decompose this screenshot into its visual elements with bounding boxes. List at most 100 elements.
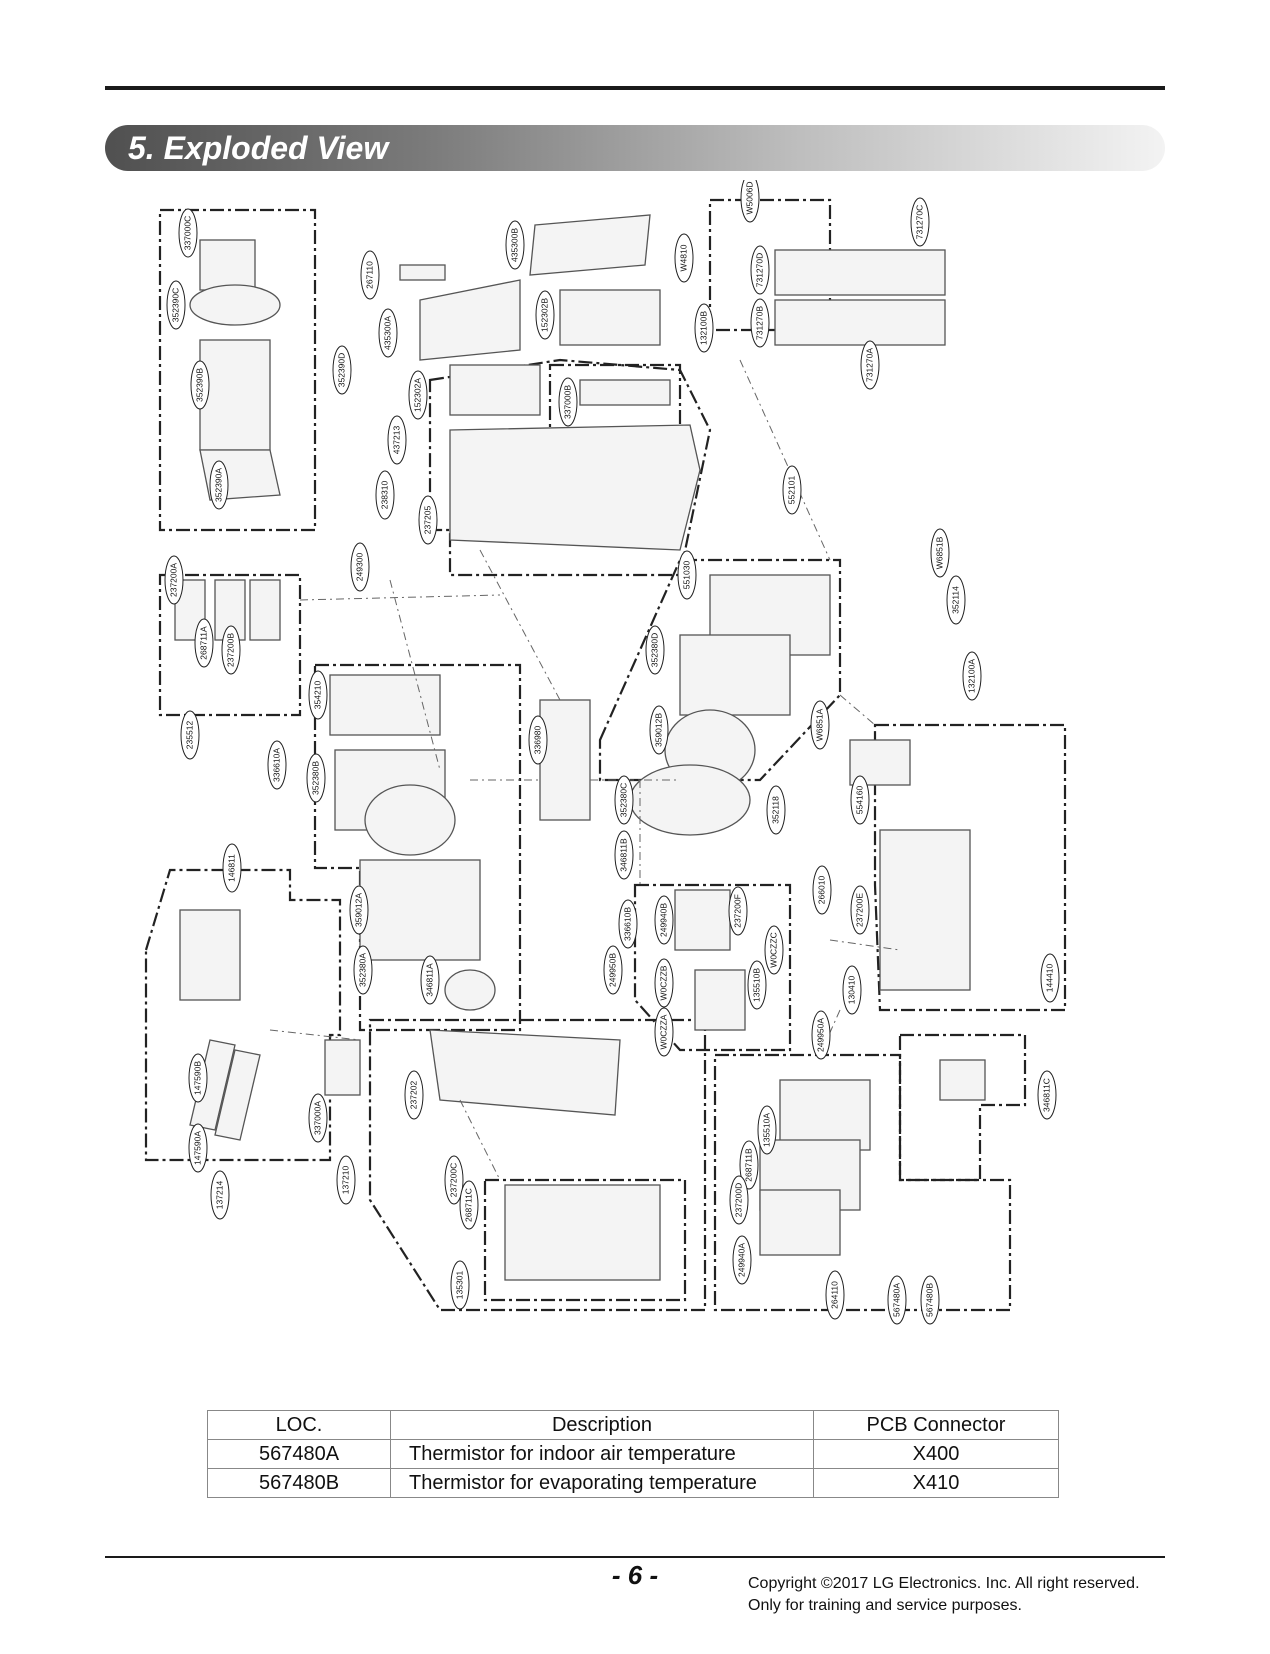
part-callout: W5006D [740, 180, 760, 223]
part-callout: 268711C [459, 1180, 479, 1230]
part-number-label: W4810 [678, 244, 688, 271]
part-callout: 249950B [603, 945, 623, 995]
part-number-label: 336610B [622, 907, 632, 941]
cell-loc: 567480A [207, 1439, 391, 1469]
part-number-label: 268711C [463, 1188, 473, 1222]
part-number-label: 352380D [649, 633, 659, 668]
part-number-label: 731270D [754, 253, 764, 288]
column-header-description: Description [390, 1410, 814, 1440]
part-number-label: 359012A [353, 893, 363, 927]
part-number-label: 135510A [761, 1113, 771, 1147]
part-number-label: 132100B [698, 311, 708, 345]
part-callout: 132100A [962, 651, 982, 701]
part-callout: 249300 [350, 542, 370, 592]
part-callout: 346811C [1037, 1070, 1057, 1120]
part-callout: 731270B [750, 298, 770, 348]
part-number-label: 268711A [198, 626, 208, 660]
part-callout: 359012B [649, 705, 669, 755]
part-number-label: 237200F [732, 894, 742, 928]
component-shape [504, 1184, 661, 1281]
part-number-label: 567480B [924, 1283, 934, 1317]
part-number-label: 337000B [562, 385, 572, 419]
group-outline [598, 558, 842, 782]
component-shape [419, 279, 521, 361]
group-outline [368, 1018, 707, 1312]
part-number-label: 352380C [618, 783, 628, 818]
part-callout: 352380C [614, 775, 634, 825]
part-callout: 249940B [654, 895, 674, 945]
part-number-label: 249300 [354, 553, 364, 582]
part-callout: W6851A [810, 700, 830, 750]
column-header-loc: LOC. [207, 1410, 391, 1440]
part-callout: 352390A [209, 460, 229, 510]
component-shape [774, 249, 946, 296]
part-number-label: 268711B [743, 1148, 753, 1182]
copyright-line: Only for training and service purposes. [748, 1597, 1022, 1614]
part-number-label: 137214 [214, 1181, 224, 1210]
cell-connector: X400 [813, 1439, 1059, 1469]
page-number: - 6 - [611, 1560, 659, 1590]
component-shape [774, 299, 946, 346]
part-number-label: 267110 [364, 261, 374, 289]
part-callout: 137214 [210, 1170, 230, 1220]
component-shape [429, 1029, 621, 1116]
component-shape [189, 284, 281, 326]
bottom-rule [105, 1556, 1165, 1558]
part-number-label: 237205 [422, 506, 432, 535]
part-number-label: 237202 [408, 1081, 418, 1110]
part-callout: 237200D [729, 1175, 749, 1225]
part-callout: 135301 [450, 1260, 470, 1310]
part-number-label: 249950B [607, 953, 617, 987]
part-callout: 552101 [782, 465, 802, 515]
component-shape [679, 634, 791, 716]
component-shape [759, 1189, 841, 1256]
part-number-label: W6851B [934, 536, 944, 569]
group-outline [873, 723, 1067, 1012]
component-shape [449, 424, 701, 551]
part-number-label: 567480A [891, 1283, 901, 1317]
part-callout: 152302A [408, 370, 428, 420]
component-shape [359, 859, 481, 961]
column-header-pcb-connector: PCB Connector [813, 1410, 1059, 1440]
part-callout: 237200C [444, 1155, 464, 1205]
part-callout: 337000B [558, 377, 578, 427]
part-number-label: 137210 [340, 1166, 350, 1195]
part-callout: 437213 [387, 415, 407, 465]
part-number-label: 235512 [184, 721, 194, 750]
component-shape [939, 1059, 986, 1101]
part-number-label: 237200A [168, 563, 178, 597]
section-banner [105, 125, 1165, 171]
part-number-label: 152302A [412, 378, 422, 412]
part-callout: 346811A [420, 955, 440, 1005]
part-callout: 147590B [188, 1053, 208, 1103]
part-number-label: 346811B [618, 838, 628, 872]
part-number-label: 146811 [226, 854, 236, 882]
group-outline [313, 663, 522, 1032]
part-number-label: 147590B [192, 1061, 202, 1095]
part-callout: 249940A [732, 1235, 752, 1285]
part-callout: 147590A [188, 1123, 208, 1173]
part-callout: 336610A [267, 740, 287, 790]
part-number-label: 135301 [454, 1271, 464, 1300]
part-number-label: W0CZZB [658, 965, 668, 1000]
part-number-label: 132100A [966, 659, 976, 693]
cell-connector: X410 [813, 1468, 1059, 1498]
part-number-label: 352390D [336, 353, 346, 388]
part-number-label: 249950A [815, 1018, 825, 1052]
copyright-line: Copyright ©2017 LG Electronics. Inc. All… [748, 1575, 1140, 1592]
part-number-label: 346811C [1041, 1078, 1051, 1112]
component-shape [629, 764, 751, 836]
part-callout: 359012A [349, 885, 369, 935]
part-number-label: 237200D [733, 1183, 743, 1218]
part-callout: W0CZZC [764, 925, 784, 975]
part-number-label: 237200E [854, 893, 864, 927]
part-callout: 249950A [811, 1010, 831, 1060]
part-callout: 144410 [1040, 953, 1060, 1003]
group-outline [158, 208, 317, 532]
part-number-label: 352114 [950, 586, 960, 614]
part-number-label: 731270C [914, 205, 924, 240]
part-number-label: 352380A [357, 953, 367, 987]
part-callout: 237200B [221, 625, 241, 675]
part-number-label: 264110 [829, 1281, 839, 1309]
part-callout: 235512 [180, 710, 200, 760]
